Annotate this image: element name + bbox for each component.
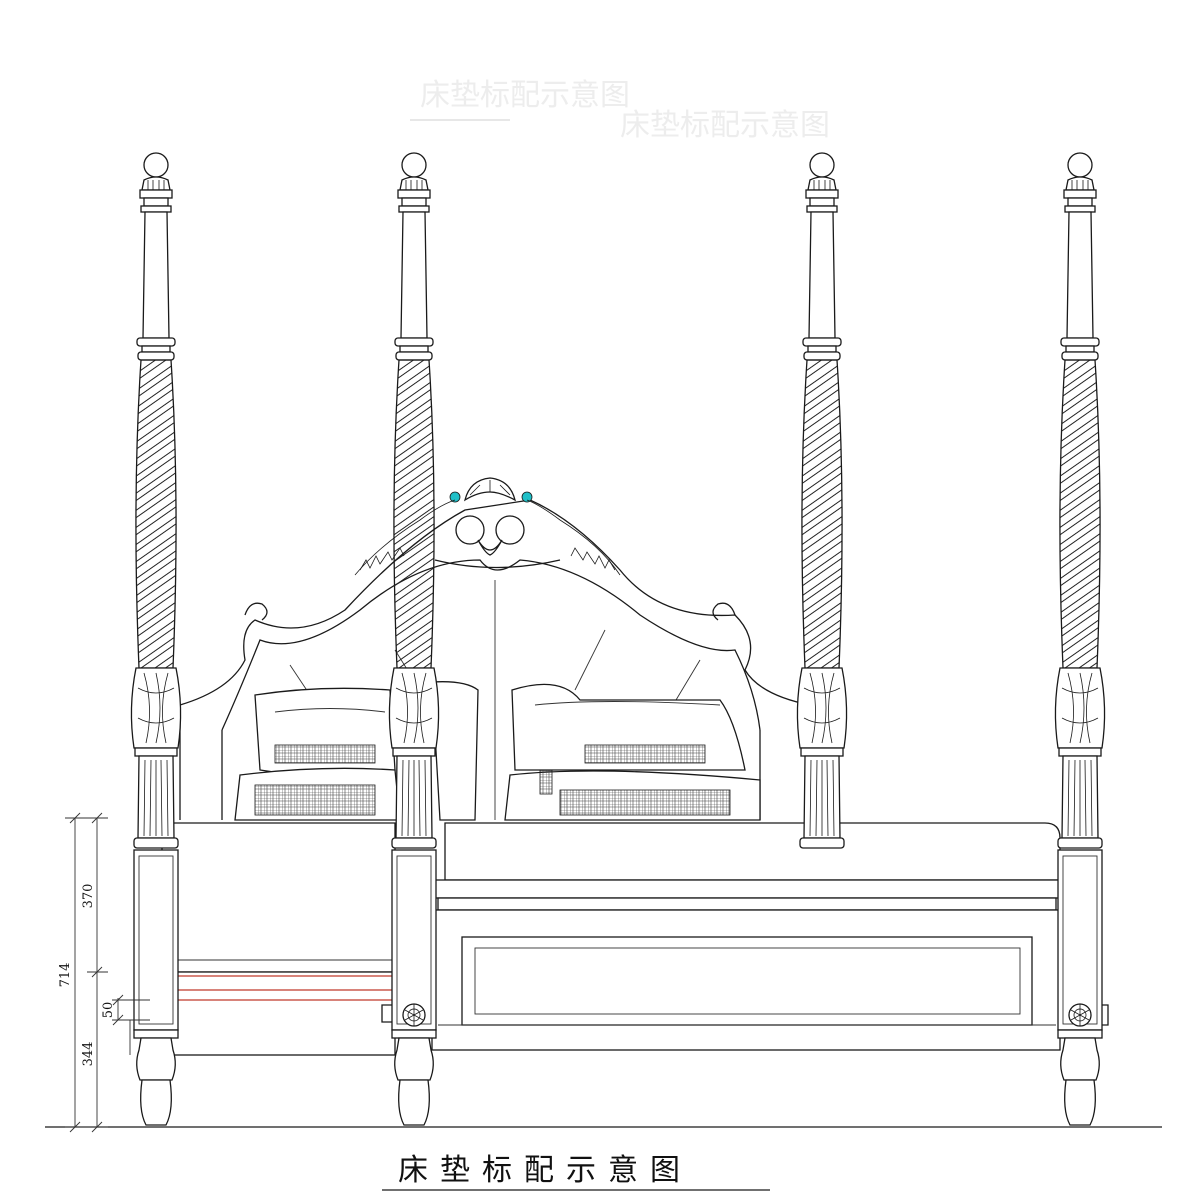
- rosette-left: [402, 1003, 426, 1027]
- bed-leg-2: [391, 849, 437, 1126]
- ghost-title: 床垫标配示意图: [420, 78, 630, 113]
- drawing-caption: 床垫标配示意图: [398, 1153, 692, 1188]
- dim-small-label: 50: [101, 1002, 116, 1019]
- dim-total-label: 714: [58, 963, 73, 988]
- pillows: [234, 681, 761, 821]
- dimension-lines: 714 370 344 50: [58, 812, 150, 1133]
- mattress: [161, 822, 1061, 973]
- bed-leg-3: [1057, 849, 1103, 1126]
- bed-post-4: [1054, 152, 1106, 849]
- ghost-title-area: 床垫标配示意图 床垫标配示意图: [410, 78, 830, 143]
- footboard: [431, 879, 1061, 1051]
- bed-post-1: [130, 152, 182, 849]
- bed-post-2: [388, 152, 440, 849]
- dim-upper-label: 370: [81, 884, 96, 909]
- rosette-right: [1068, 1003, 1092, 1027]
- bed-leg-1: [133, 849, 179, 1126]
- dim-lower-label: 344: [81, 1042, 96, 1067]
- caption-block: 床垫标配示意图: [382, 1153, 770, 1191]
- bed-post-3: [796, 152, 848, 849]
- ghost-title-2: 床垫标配示意图: [620, 108, 830, 143]
- side-rail: [149, 971, 396, 1056]
